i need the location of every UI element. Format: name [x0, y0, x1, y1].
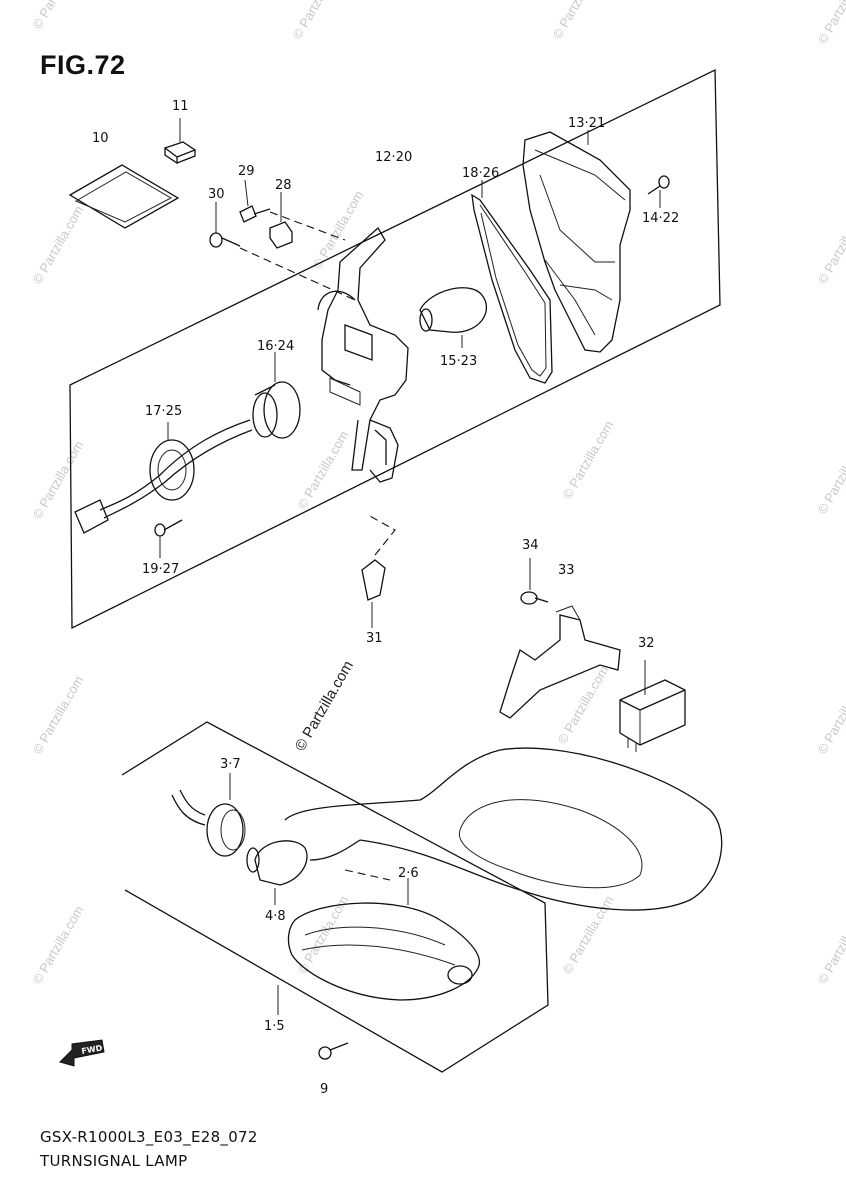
screw-19-27 — [154, 519, 183, 558]
watermark-text: © Partzilla.com — [295, 428, 352, 511]
watermark-layer: © Partzilla.com © Partzilla.com © Partzi… — [30, 0, 846, 987]
watermark-text: © Partzilla.com — [30, 903, 87, 986]
leader-dashed — [269, 211, 346, 241]
bulb-socket — [252, 352, 301, 439]
callout-11: 11 — [172, 99, 189, 114]
clip-nut-28 — [269, 192, 293, 249]
callout-19-27: 19·27 — [142, 562, 179, 577]
watermark-text: © Partzilla.com — [30, 673, 87, 756]
lower-bulb — [246, 840, 308, 905]
callout-31: 31 — [366, 631, 383, 646]
turn-signal-relay — [619, 660, 686, 752]
callout-15-23: 15·23 — [440, 354, 477, 369]
watermark-text: © Partzilla.com — [290, 0, 347, 42]
watermark-text: © Partzilla.com — [30, 438, 87, 521]
callout-9: 9 — [320, 1082, 328, 1097]
footer-model-code: GSX-R1000L3_E03_E28_072 — [40, 1128, 258, 1146]
screw-9 — [277, 985, 349, 1060]
callout-16-24: 16·24 — [257, 339, 294, 354]
watermark-text: © Partzilla.com — [550, 0, 607, 42]
fwd-label: FWD — [81, 1043, 104, 1056]
watermark-text: © Partzilla.com — [30, 0, 87, 32]
watermark-center-text: © Partzilla.com — [292, 658, 357, 754]
callout-4-8: 4·8 — [265, 909, 286, 924]
callout-13-21: 13·21 — [568, 116, 605, 131]
watermark-text: © Partzilla.com — [815, 673, 846, 756]
callout-33: 33 — [558, 563, 575, 578]
watermark-text: © Partzilla.com — [815, 0, 846, 47]
watermark-text: © Partzilla.com — [30, 203, 87, 286]
callout-10: 10 — [92, 131, 109, 146]
callout-1-5: 1·5 — [264, 1019, 285, 1034]
wiring-grommet — [74, 419, 253, 534]
callout-3-7: 3·7 — [220, 757, 241, 772]
callout-12-20: 12·20 — [375, 150, 412, 165]
watermark-text: © Partzilla.com — [560, 893, 617, 976]
reflector-sheet — [68, 164, 180, 229]
watermark-text: © Partzilla.com — [815, 433, 846, 516]
screw-30 — [209, 202, 241, 248]
screw-29 — [239, 179, 271, 223]
cushion-pad — [163, 118, 197, 165]
callout-32: 32 — [638, 636, 655, 651]
turn-signal-housing — [284, 747, 723, 911]
relay-bracket — [499, 605, 621, 719]
bulb-15-23 — [419, 287, 488, 348]
turn-signal-lens — [522, 130, 631, 353]
watermark-text: © Partzilla.com — [815, 203, 846, 286]
forward-arrow-icon: FWD — [59, 1039, 105, 1067]
watermark-text: © Partzilla.com — [555, 663, 612, 746]
callout-18-26: 18·26 — [462, 166, 499, 181]
callout-2-6: 2·6 — [398, 866, 419, 881]
watermark-text: © Partzilla.com — [560, 418, 617, 501]
lens-gasket — [471, 180, 553, 384]
callout-14-22: 14·22 — [642, 211, 679, 226]
upper-assembly-frame — [69, 68, 721, 630]
clip-nut-31 — [361, 514, 396, 628]
watermark-text: © Partzilla.com — [815, 903, 846, 986]
lamp-housing-bracket — [317, 226, 409, 483]
figure-title: FIG.72 — [40, 50, 126, 80]
callout-29: 29 — [238, 164, 255, 179]
callout-28: 28 — [275, 178, 292, 193]
footer-assembly-name: TURNSIGNAL LAMP — [40, 1152, 188, 1170]
callout-layer: 10 11 12·20 13·21 14·22 15·23 16·24 17·2… — [92, 99, 679, 1097]
callout-30: 30 — [208, 187, 225, 202]
lower-assembly-frame — [121, 721, 549, 1073]
callout-17-25: 17·25 — [145, 404, 182, 419]
watermark-text: © Partzilla.com — [310, 188, 367, 271]
lower-socket — [171, 773, 246, 857]
callout-34: 34 — [522, 538, 539, 553]
screw-14-22 — [647, 175, 670, 208]
watermark-text: © Partzilla.com — [295, 893, 352, 976]
bolt-34 — [520, 558, 549, 605]
lower-lens — [287, 878, 481, 1001]
